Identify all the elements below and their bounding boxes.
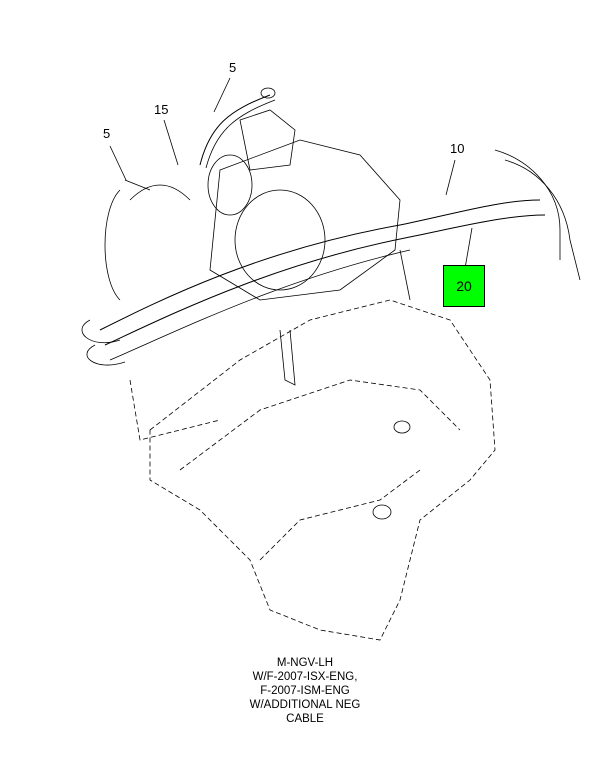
caption-line: M-NGV-LH [276,657,334,669]
caption-line: F-2007-ISM-ENG [260,685,350,697]
caption-line: CABLE [286,713,324,725]
housing-outline [149,299,496,641]
caption-line: W/ADDITIONAL NEG [249,699,361,711]
cable-5 [199,94,271,166]
leader-15 [163,119,179,166]
leader-5 [213,77,231,113]
callout-15: 15 [154,102,169,117]
diagram-caption: M-NGV-LH W/F-2007-ISX-ENG, F-2007-ISM-EN… [205,656,405,726]
callout-5-top: 5 [229,60,237,75]
part-20-hotspot[interactable]: 20 [443,265,485,307]
callout-10: 10 [450,141,465,156]
leader-10 [445,159,456,196]
cable-bundle [99,199,541,331]
leader-5b [109,145,127,181]
hotspot-label: 20 [456,278,472,294]
callout-5-left: 5 [103,126,111,141]
starter-body [209,139,401,301]
caption-line: W/F-2007-ISX-ENG, [252,671,358,683]
